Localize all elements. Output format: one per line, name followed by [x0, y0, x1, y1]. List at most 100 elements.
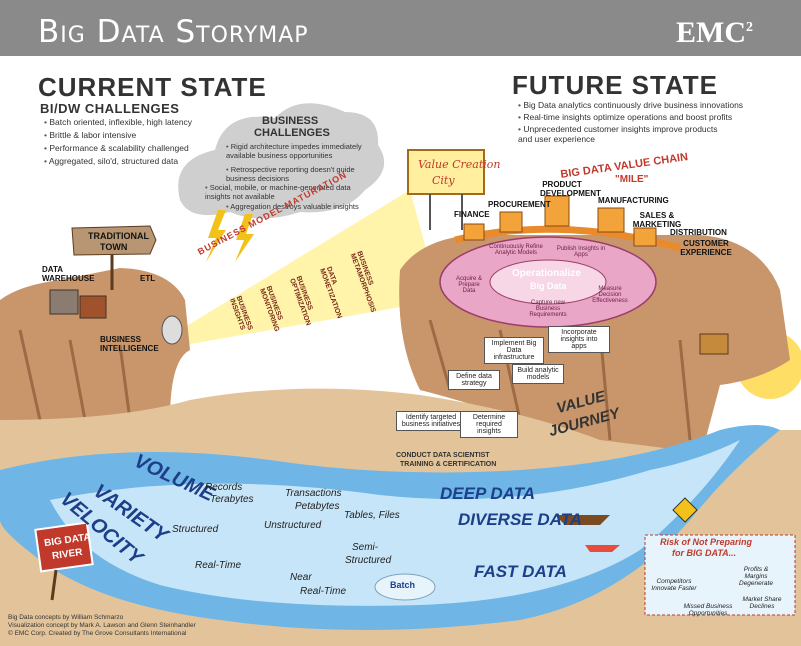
- lightning-icon: [235, 214, 254, 262]
- risk-panel: [644, 534, 796, 616]
- journey-step-sign: Build analytic models: [512, 364, 564, 384]
- diverse-data-label: DIVERSE DATA: [458, 510, 583, 529]
- business-challenge-bullet: Rigid architecture impedes immediately a…: [226, 142, 366, 160]
- risk-item: Missed Business Opportunities: [683, 603, 733, 617]
- value-creation-city-label: Value Creation: [418, 158, 501, 171]
- fast-data-label: FAST DATA: [474, 562, 567, 581]
- product-development-building-icon: [544, 195, 570, 227]
- data-warehouse-label: WAREHOUSE: [42, 274, 95, 283]
- deep-data-label: DEEP DATA: [440, 484, 536, 503]
- future-state-heading: FUTURE STATE: [512, 70, 719, 100]
- business-challenge-bullet: Retrospective reporting doesn't guide bu…: [226, 165, 366, 183]
- title-banner: [0, 0, 801, 56]
- finance-building-icon: [463, 223, 485, 241]
- bi-dw-challenges-heading: BI/DW CHALLENGES: [40, 101, 180, 116]
- operationalize-label: Operationalize: [512, 268, 581, 279]
- speedboat-icon: [585, 545, 620, 552]
- journey-step-sign: Define data strategy: [448, 370, 500, 390]
- terabytes-label: Terabytes: [210, 494, 254, 505]
- traditional-town-label: TRADITIONAL: [88, 231, 149, 241]
- manufacturing-building-icon: [597, 207, 625, 233]
- business-challenge-bullet: Social, mobile, or machine-generated dat…: [205, 183, 365, 201]
- traditional-town-sign: [71, 225, 157, 256]
- value-creation-city-billboard: [407, 149, 485, 195]
- operationalize-step: Measure Decision Effectiveness: [592, 286, 628, 304]
- future-state-bullet: Unprecedented customer insights improve …: [518, 124, 718, 144]
- operationalize-step: Publish Insights in Apps: [556, 246, 606, 258]
- business-challenges-heading: BUSINESS: [262, 115, 319, 127]
- current-state-mesa: [0, 268, 190, 430]
- emc-logo: EMC2: [676, 16, 753, 49]
- operationalize-label: Big Data: [530, 281, 567, 291]
- risk-item: Profits & Margins Degenerate: [739, 566, 773, 587]
- sales-building-icon: [633, 227, 657, 247]
- petabytes-label: Petabytes: [295, 501, 340, 512]
- page-title: Big Data Storymap: [38, 14, 309, 50]
- value-chain-item: PROCUREMENT: [488, 200, 551, 209]
- warning-sign-icon: [672, 497, 698, 523]
- business-challenges-heading: CHALLENGES: [254, 127, 330, 139]
- current-state-heading: CURRENT STATE: [38, 72, 267, 102]
- operationalize-step: Continuously Refine Analytic Models: [489, 244, 543, 256]
- value-chain-item: FINANCE: [454, 210, 490, 219]
- journey-step-sign: Determine required insights: [460, 411, 518, 438]
- big-data-river-sign: [34, 521, 94, 573]
- operationalize-step: Acquire & Prepare Data: [455, 276, 482, 294]
- current-state-bullet: Aggregated, silo'd, structured data: [44, 156, 178, 166]
- batch-cloud: [374, 573, 436, 601]
- operationalize-step: Capture new Business Requirements: [529, 300, 567, 318]
- semi-structured-label: Structured: [345, 555, 392, 566]
- risk-title: Risk of Not Preparing: [660, 537, 753, 547]
- credits-line: Visualization concept by Mark A. Lawson …: [8, 622, 196, 629]
- training-label: TRAINING & CERTIFICATION: [400, 461, 497, 468]
- traditional-town-label: TOWN: [100, 242, 128, 252]
- value-chain-item: SALES & MARKETING: [632, 211, 682, 229]
- light-beam: [180, 190, 440, 345]
- structured-label: Structured: [172, 524, 219, 535]
- near-real-time-label: Near: [290, 572, 312, 583]
- tables-files-label: Tables, Files: [344, 510, 400, 521]
- journey-step-sign: Identify targeted business initiatives: [396, 411, 466, 431]
- business-challenge-bullet: Aggregation destroys valuable insights: [226, 202, 366, 211]
- risk-item: Competitors Innovate Faster: [651, 578, 697, 592]
- semi-structured-label: Semi-: [352, 542, 379, 553]
- data-warehouse-building-icon: [49, 289, 79, 315]
- current-state-bullet: Batch oriented, inflexible, high latency: [44, 117, 192, 127]
- training-label: CONDUCT DATA SCIENTIST: [396, 452, 490, 459]
- unstructured-label: Unstructured: [264, 520, 322, 531]
- procurement-building-icon: [499, 211, 523, 233]
- records-label: Records: [205, 482, 243, 493]
- current-state-bullet: Performance & scalability challenged: [44, 143, 188, 153]
- business-intelligence-label: INTELLIGENCE: [100, 344, 159, 353]
- journey-step-sign: Incorporate insights into apps: [548, 326, 610, 353]
- risk-title: for BIG DATA...: [672, 548, 737, 558]
- credits-line: © EMC Corp. Created by The Grove Consult…: [8, 630, 187, 637]
- ship-icon: [555, 515, 610, 525]
- value-creation-city-label: City: [432, 174, 455, 187]
- lightning-icon: [206, 210, 226, 262]
- data-warehouse-label: DATA: [42, 265, 64, 274]
- risk-item: Market Share Declines: [742, 596, 782, 610]
- batch-label: Batch: [390, 580, 416, 590]
- river-current: [50, 440, 740, 606]
- real-time-label: Real-Time: [195, 560, 242, 571]
- value-chain-mile: "MILE": [615, 174, 649, 185]
- value-chain-item: CUSTOMER EXPERIENCE: [680, 239, 732, 257]
- transactions-label: Transactions: [285, 488, 342, 499]
- value-chain-item: MANUFACTURING: [598, 196, 669, 205]
- near-real-time-label: Real-Time: [300, 586, 347, 597]
- credits-line: Big Data concepts by William Schmarzo: [8, 614, 124, 621]
- operationalize-core: [489, 259, 607, 305]
- business-intelligence-label: BUSINESS: [100, 335, 141, 344]
- value-chain-item: PRODUCT DEVELOPMENT: [540, 180, 601, 198]
- current-state-bullet: Brittle & labor intensive: [44, 130, 136, 140]
- future-state-bullet: Real-time insights optimize operations a…: [518, 112, 732, 122]
- future-state-bullet: Big Data analytics continuously drive bu…: [518, 100, 743, 110]
- power-station-icon: [699, 333, 729, 355]
- bi-building-icon: [79, 295, 107, 319]
- satellite-dish-icon: [161, 315, 183, 345]
- journey-step-sign: Implement Big Data infrastructure: [484, 337, 544, 364]
- etl-label: ETL: [140, 274, 156, 283]
